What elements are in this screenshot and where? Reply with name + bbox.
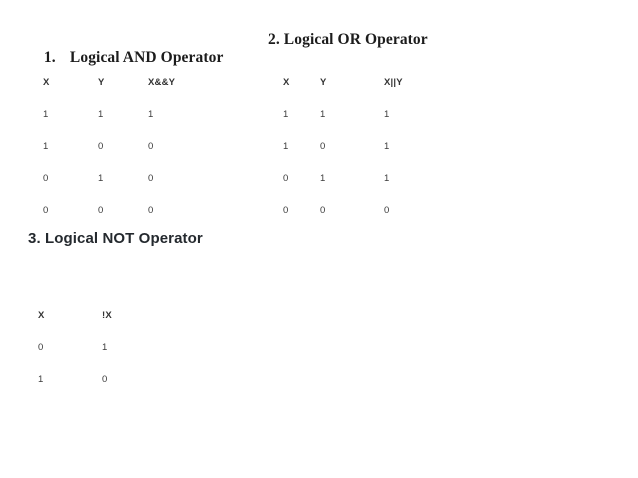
truth-table-and: X Y X&&Y 1 1 1 1 0 0 0 1 0 0 0 0 — [43, 66, 208, 226]
column-header-not-x: !X — [102, 309, 112, 321]
cell-result: 1 — [384, 140, 390, 152]
cell-result: 1 — [102, 341, 108, 353]
truth-table-and-body: X Y X&&Y 1 1 1 1 0 0 0 1 0 0 0 0 — [43, 66, 208, 226]
column-header-x-and-y: X&&Y — [148, 76, 176, 88]
cell-x: 1 — [43, 108, 49, 120]
table-row: 1 0 0 — [43, 130, 208, 162]
cell-y: 1 — [98, 108, 104, 120]
cell-y: 0 — [320, 204, 326, 216]
table-row: 1 1 1 — [43, 98, 208, 130]
heading-logical-not-operator: 3. Logical NOT Operator — [28, 230, 203, 247]
cell-x: 1 — [43, 140, 49, 152]
cell-result: 0 — [102, 373, 108, 385]
table-row: 1 0 — [38, 363, 162, 395]
table-row-header: X Y X&&Y — [43, 66, 208, 98]
table-row: 0 0 0 — [283, 194, 444, 226]
cell-x: 0 — [43, 172, 49, 184]
truth-table-or: X Y X||Y 1 1 1 1 0 1 0 1 1 0 0 0 — [283, 66, 444, 226]
column-header-x: X — [38, 309, 45, 321]
cell-x: 0 — [38, 341, 44, 353]
cell-result: 0 — [384, 204, 390, 216]
cell-x: 0 — [283, 172, 289, 184]
column-header-y: Y — [320, 76, 327, 88]
heading-logical-or-operator: 2. Logical OR Operator — [268, 31, 428, 48]
truth-table-not-body: X !X 0 1 1 0 — [38, 299, 162, 395]
cell-x: 0 — [283, 204, 289, 216]
truth-table-or-body: X Y X||Y 1 1 1 1 0 1 0 1 1 0 0 0 — [283, 66, 444, 226]
column-header-x-or-y: X||Y — [384, 76, 403, 88]
cell-y: 1 — [320, 172, 326, 184]
cell-x: 1 — [38, 373, 44, 385]
cell-y: 0 — [320, 140, 326, 152]
cell-x: 1 — [283, 140, 289, 152]
cell-y: 0 — [98, 204, 104, 216]
table-row: 0 1 — [38, 331, 162, 363]
cell-y: 1 — [98, 172, 104, 184]
cell-y: 1 — [320, 108, 326, 120]
heading-and-title: Logical AND Operator — [69, 49, 224, 66]
column-header-x: X — [283, 76, 290, 88]
cell-result: 0 — [148, 204, 154, 216]
table-row: 0 1 1 — [283, 162, 444, 194]
table-row-header: X Y X||Y — [283, 66, 444, 98]
table-row-header: X !X — [38, 299, 162, 331]
cell-y: 0 — [98, 140, 104, 152]
heading-logical-and-operator: 1. Logical AND Operator — [28, 31, 223, 85]
table-row: 0 1 0 — [43, 162, 208, 194]
cell-result: 1 — [384, 108, 390, 120]
cell-result: 0 — [148, 140, 154, 152]
truth-table-not: X !X 0 1 1 0 — [38, 299, 162, 395]
table-row: 0 0 0 — [43, 194, 208, 226]
column-header-x: X — [43, 76, 50, 88]
table-row: 1 0 1 — [283, 130, 444, 162]
table-row: 1 1 1 — [283, 98, 444, 130]
cell-result: 1 — [384, 172, 390, 184]
cell-x: 1 — [283, 108, 289, 120]
cell-x: 0 — [43, 204, 49, 216]
cell-result: 0 — [148, 172, 154, 184]
heading-and-number: 1. — [43, 49, 56, 66]
cell-result: 1 — [148, 108, 154, 120]
column-header-y: Y — [98, 76, 105, 88]
